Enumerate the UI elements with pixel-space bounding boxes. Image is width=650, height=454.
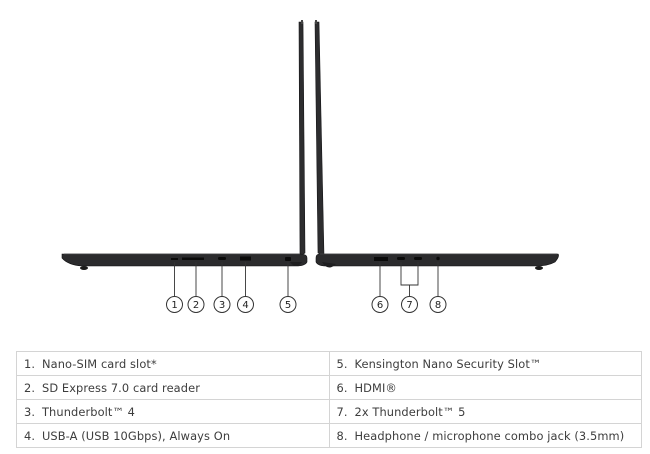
table-row: 3. Thunderbolt™ 4 7. 2x Thunderbolt™ 5 bbox=[16, 399, 642, 424]
callout-leaders bbox=[174, 262, 439, 297]
legend-number: 5. bbox=[336, 356, 348, 371]
table-row: 2. SD Express 7.0 card reader 6. HDMI® bbox=[16, 375, 642, 400]
port-sd-reader bbox=[182, 257, 204, 260]
port-thunderbolt-4 bbox=[218, 257, 226, 260]
callout-5-number: 5 bbox=[285, 300, 291, 311]
ports-legend-table: 1. Nano-SIM card slot* 5. Kensington Nano … bbox=[16, 351, 642, 448]
callout-4: 4 bbox=[237, 296, 254, 313]
legend-cell: 6. HDMI® bbox=[328, 375, 642, 400]
legend-number: 1. bbox=[24, 356, 36, 371]
callout-6: 6 bbox=[371, 296, 389, 313]
legend-number: 4. bbox=[24, 428, 36, 443]
legend-label: Thunderbolt™ 4 bbox=[42, 404, 136, 419]
port-audio-jack bbox=[436, 256, 440, 261]
legend-cell: 7. 2x Thunderbolt™ 5 bbox=[328, 399, 642, 424]
callout-2: 2 bbox=[187, 296, 205, 313]
left-laptop-lid bbox=[298, 21, 306, 257]
port-hdmi bbox=[374, 257, 388, 261]
legend-label: Nano-SIM card slot* bbox=[42, 356, 157, 371]
legend-label: USB-A (USB 10Gbps), Always On bbox=[42, 428, 231, 443]
legend-number: 7. bbox=[336, 404, 348, 419]
callout-8: 8 bbox=[429, 296, 447, 313]
callout-7: 7 bbox=[401, 296, 418, 313]
legend-label: HDMI® bbox=[354, 380, 397, 395]
legend-number: 3. bbox=[24, 404, 36, 419]
left-laptop-foot bbox=[80, 266, 88, 270]
legend-label: Kensington Nano Security Slot™ bbox=[354, 356, 542, 371]
legend-cell: 5. Kensington Nano Security Slot™ bbox=[328, 351, 642, 376]
legend-cell: 8. Headphone / microphone combo jack (3.5… bbox=[328, 423, 642, 448]
right-laptop-foot bbox=[535, 266, 543, 270]
right-laptop-lid bbox=[314, 21, 325, 257]
callout-6-number: 6 bbox=[377, 300, 383, 311]
callout-2-number: 2 bbox=[193, 300, 199, 311]
port-usb-a bbox=[240, 256, 251, 261]
port-kensington bbox=[285, 257, 291, 261]
callout-7-number: 7 bbox=[406, 300, 412, 311]
legend-cell: 1. Nano-SIM card slot* bbox=[16, 351, 330, 376]
laptop-left-side bbox=[61, 20, 308, 270]
legend-label: 2x Thunderbolt™ 5 bbox=[354, 404, 466, 419]
port-thunderbolt-5-a bbox=[397, 257, 405, 260]
port-nano-sim bbox=[171, 258, 178, 260]
callout-1-number: 1 bbox=[171, 300, 177, 311]
callout-3-number: 3 bbox=[219, 300, 225, 311]
port-thunderbolt-5-b bbox=[414, 257, 422, 260]
callout-3: 3 bbox=[213, 296, 231, 313]
legend-number: 8. bbox=[336, 428, 348, 443]
laptop-side-views: 1 2 3 4 5 6 7 8 bbox=[61, 20, 559, 313]
legend-cell: 4. USB-A (USB 10Gbps), Always On bbox=[16, 423, 330, 448]
callout-8-number: 8 bbox=[435, 300, 441, 311]
legend-cell: 2. SD Express 7.0 card reader bbox=[16, 375, 330, 400]
callout-5: 5 bbox=[279, 296, 297, 313]
legend-number: 6. bbox=[336, 380, 348, 395]
legend-label: SD Express 7.0 card reader bbox=[42, 380, 200, 395]
callout-4-number: 4 bbox=[242, 300, 248, 311]
callout-1: 1 bbox=[166, 296, 183, 313]
legend-number: 2. bbox=[24, 380, 36, 395]
laptop-right-side bbox=[314, 20, 559, 270]
legend-cell: 3. Thunderbolt™ 4 bbox=[16, 399, 330, 424]
legend-label: Headphone / microphone combo jack (3.5mm… bbox=[354, 428, 625, 443]
table-row: 4. USB-A (USB 10Gbps), Always On 8. Headph… bbox=[16, 423, 642, 448]
table-row: 1. Nano-SIM card slot* 5. Kensington Nano … bbox=[16, 351, 642, 376]
